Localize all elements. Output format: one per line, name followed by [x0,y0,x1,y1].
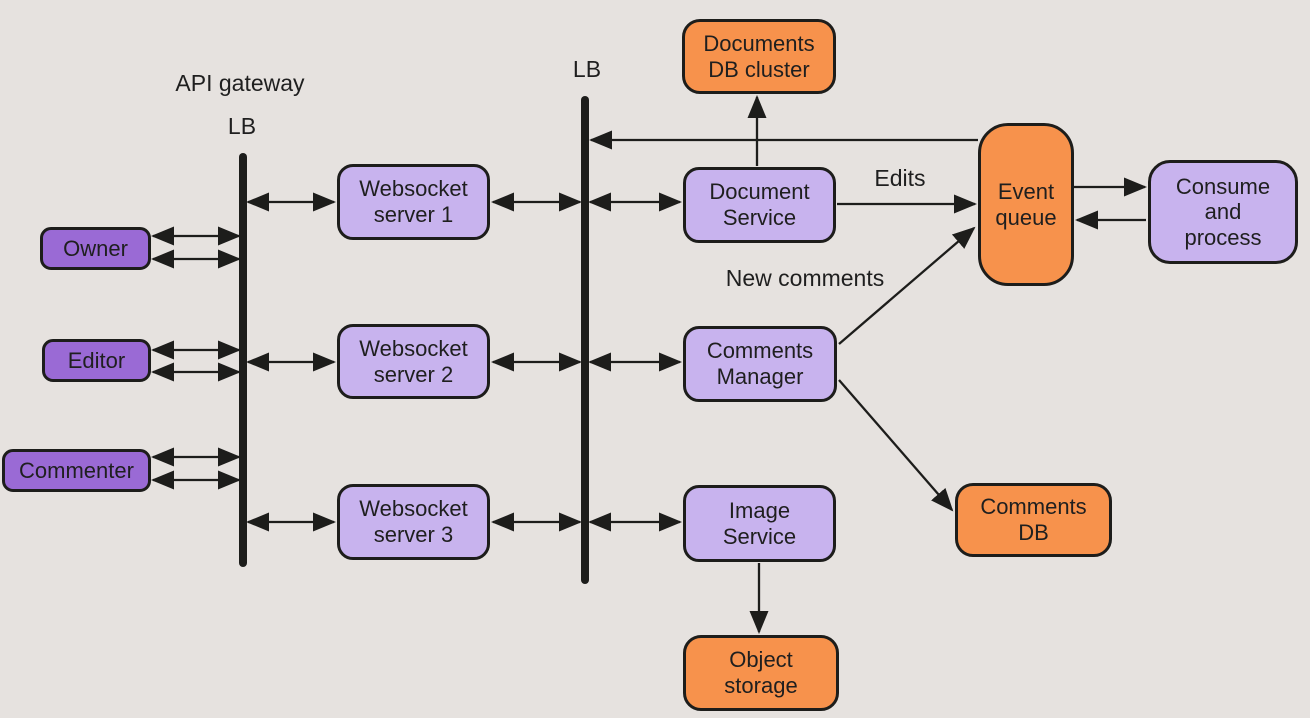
node-websocket-server-3-label: Websocket server 3 [359,496,468,547]
node-websocket-server-3: Websocket server 3 [337,484,490,560]
node-event-queue-label: Event queue [995,178,1057,230]
node-image-service: Image Service [683,485,836,562]
node-commenter-label: Commenter [19,457,134,483]
new-comments-edge-label: New comments [725,265,885,291]
node-comments-manager: Comments Manager [683,326,837,402]
node-consume-and-process-label: Consume and process [1175,173,1271,250]
node-consume-and-process: Consume and process [1148,160,1298,264]
node-websocket-server-1-label: Websocket server 1 [359,176,468,227]
node-websocket-server-2: Websocket server 2 [337,324,490,399]
edge-comments-manager-comments-db [838,379,954,512]
node-editor-label: Editor [67,347,126,373]
node-websocket-server-1: Websocket server 1 [337,164,490,240]
edits-edge-label: Edits [874,165,926,191]
lb-right-label: LB [572,56,602,82]
node-image-service-label: Image Service [722,497,797,549]
node-websocket-server-2-label: Websocket server 2 [359,335,468,387]
api-gateway-label: API gateway [175,70,305,96]
node-document-service: Document Service [683,167,836,243]
node-editor: Editor [42,339,151,382]
node-comments-manager-label: Comments Manager [706,338,814,389]
node-document-service-label: Document Service [709,179,810,230]
lb-left-label: LB [227,113,257,139]
edge-comments-manager-event-queue [838,226,976,345]
node-owner-label: Owner [63,235,128,261]
node-comments-db: Comments DB [955,483,1112,557]
node-commenter: Commenter [2,449,151,492]
node-owner: Owner [40,227,151,270]
node-event-queue: Event queue [978,123,1074,286]
node-object-storage: Object storage [683,635,839,711]
node-documents-db-cluster-label: Documents DB cluster [703,30,815,82]
node-documents-db-cluster: Documents DB cluster [682,19,836,94]
node-object-storage-label: Object storage [724,647,798,698]
node-comments-db-label: Comments DB [980,494,1087,545]
